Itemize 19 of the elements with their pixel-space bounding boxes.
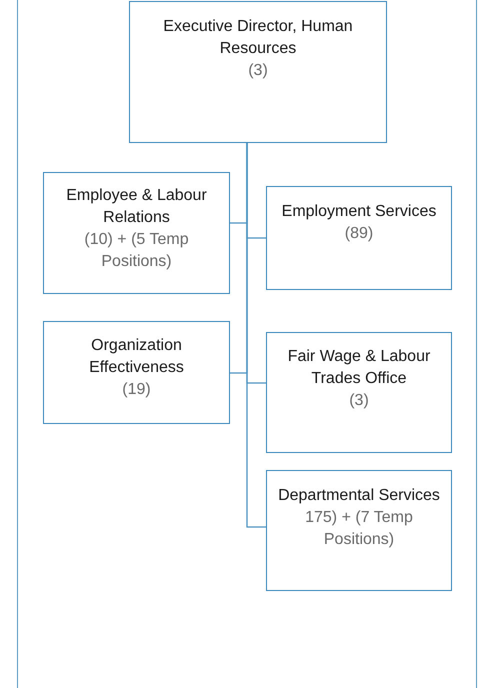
- unit-name: Fair Wage & Labour Trades Office: [286, 347, 432, 389]
- org-unit-box: [266, 186, 452, 290]
- unit-name: Departmental Services: [278, 486, 440, 506]
- staff-count: (3): [349, 391, 369, 411]
- unit-name: Executive Director, Human Resources: [162, 17, 354, 59]
- staff-count: (10) + (5 Temp Positions): [83, 230, 190, 272]
- staff-count: (19): [122, 380, 151, 400]
- org-unit-box: [43, 172, 230, 294]
- unit-name: Employment Services: [282, 202, 436, 222]
- org-unit-box: [266, 332, 452, 453]
- staff-count: (89): [344, 224, 374, 244]
- staff-count: 175) + (7 Temp Positions): [304, 508, 414, 550]
- staff-count: (3): [248, 61, 268, 81]
- org-unit-box: [43, 321, 230, 424]
- org-unit-box: [129, 1, 387, 143]
- org-unit-box: [266, 470, 452, 591]
- unit-name: Employee & Labour Relations: [65, 186, 208, 228]
- unit-name: Organization Effectiveness: [88, 336, 185, 378]
- connector-line: [246, 143, 266, 528]
